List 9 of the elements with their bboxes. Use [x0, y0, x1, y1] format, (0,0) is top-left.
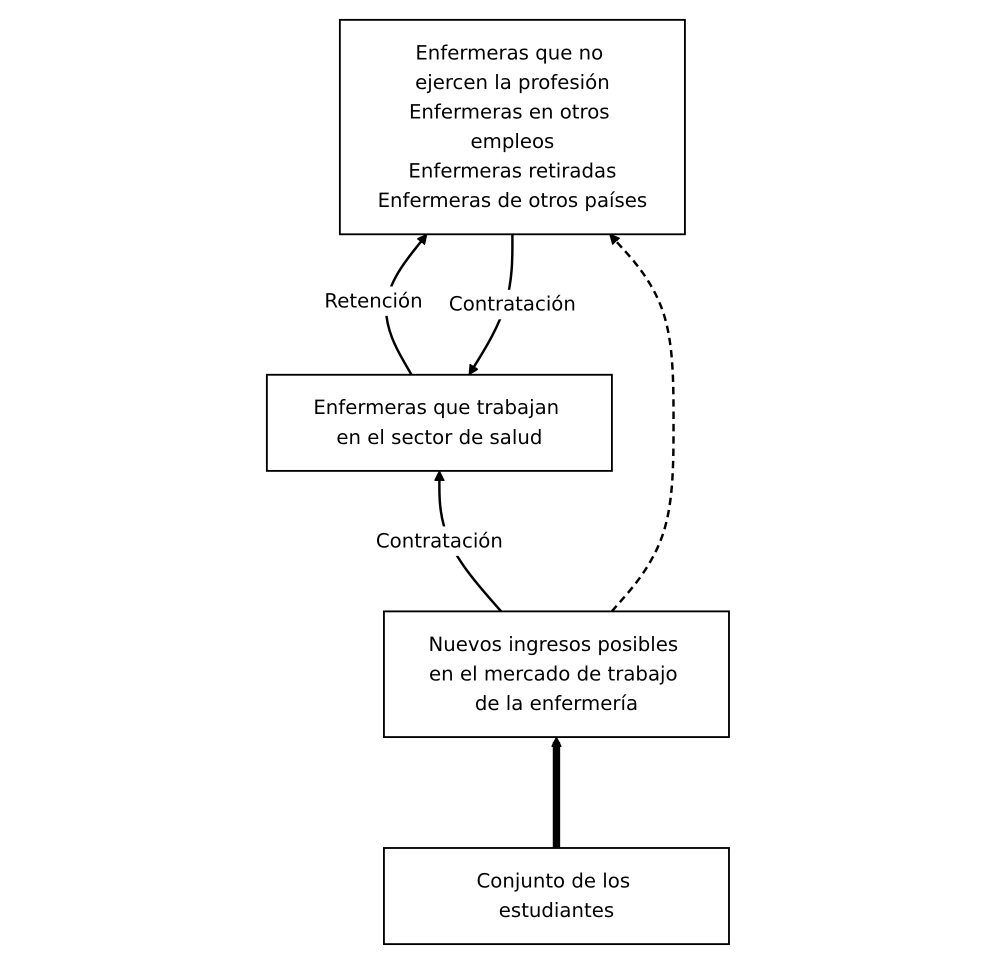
node-box: Nuevos ingresos posibles en el mercado de trabajo de la enfermería	[382, 610, 730, 738]
edge-label: Contratación	[448, 292, 576, 316]
edge-label: Contratación	[375, 528, 502, 552]
node-box: Conjunto de los estudiantes	[382, 847, 730, 946]
edge-label: Retención	[324, 288, 422, 312]
node-box: Enfermeras que no ejercen la profesión Enfermeras en otros empleos Enfermeras retiradas Enfermeras de otros países	[338, 18, 686, 236]
arrow	[550, 736, 562, 848]
node-box: Enfermeras que trabajan en el sector de salud	[266, 374, 612, 472]
arrow	[608, 234, 674, 612]
